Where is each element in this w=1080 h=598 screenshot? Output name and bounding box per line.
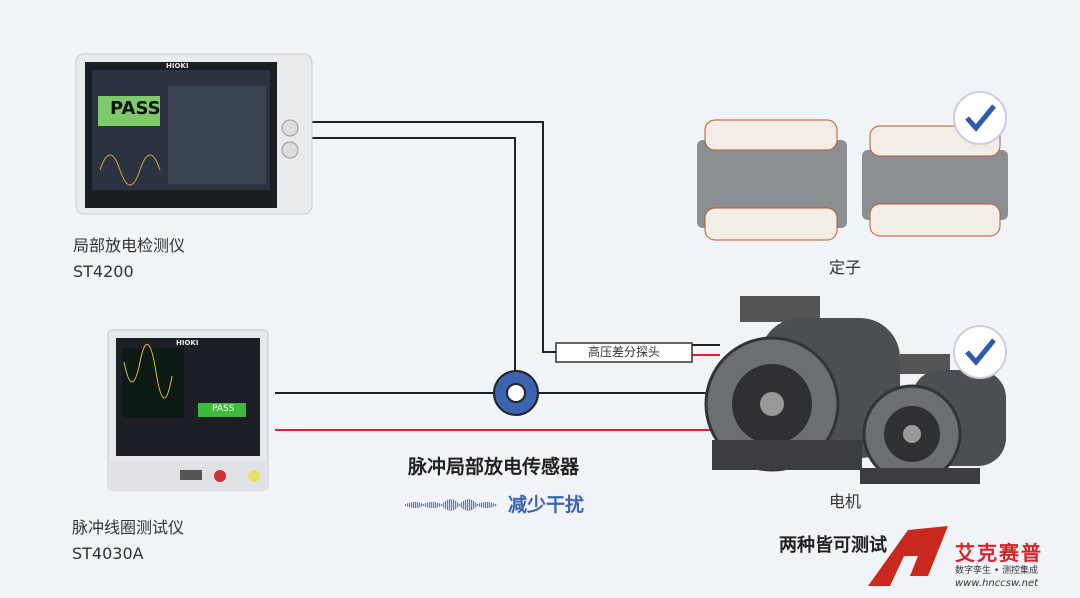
wire-st4200-probe: [308, 121, 556, 353]
waveform-bar: [425, 503, 427, 507]
waveform-bar: [423, 503, 425, 507]
waveform-bar: [453, 499, 455, 511]
st4030a-name: 脉冲线圈测试仪: [72, 518, 185, 537]
waveform-bar: [429, 502, 431, 508]
check-icon-motor: [953, 325, 1007, 379]
waveform-bar: [439, 503, 441, 507]
st4030a-screen-pass: PASS: [212, 404, 235, 414]
watermark-brand: 艾克赛普: [955, 541, 1043, 565]
st4200-device-image: [75, 53, 313, 215]
sensor-ring-icon: [493, 370, 539, 416]
waveform-bar: [419, 502, 421, 508]
both-testable-text: 两种皆可测试: [779, 535, 887, 556]
st4200-model: ST4200: [73, 262, 134, 281]
st4200-screen-pass: PASS: [110, 98, 161, 119]
sensor-title: 脉冲局部放电传感器: [408, 456, 580, 478]
waveform-bar: [443, 502, 445, 508]
waveform-bar: [495, 503, 497, 507]
watermark-slogan: 数字孪生 • 测控集成: [955, 566, 1039, 576]
waveform-bar: [467, 499, 469, 511]
waveform-bar: [463, 500, 465, 510]
waveform-bar: [445, 500, 447, 510]
waveform-bar: [451, 499, 453, 511]
check-icon-stator: [953, 91, 1007, 145]
waveform-bar: [469, 499, 471, 511]
stator-large-image: [697, 119, 847, 241]
st4200-name: 局部放电检测仪: [73, 236, 186, 255]
motor-small-image: [860, 354, 1006, 484]
stator-small-image: [862, 125, 1008, 237]
waveform-bar: [431, 501, 433, 509]
waveform-bar: [407, 503, 409, 507]
waveform-bar: [491, 502, 493, 508]
waveform-bar: [473, 501, 475, 509]
waveform-bar: [475, 502, 477, 508]
waveform-bar: [409, 502, 411, 508]
motor-label: 电机: [829, 492, 862, 511]
st4030a-device-image: [107, 329, 269, 491]
st4030a-brand: HIOKI: [176, 339, 199, 347]
waveform-bar: [417, 502, 419, 508]
probe-label: 高压差分探头: [587, 345, 660, 359]
waveform-bar: [455, 501, 457, 509]
waveform-bar: [485, 501, 487, 509]
waveform-bar: [411, 502, 413, 508]
waveform-bar: [487, 501, 489, 509]
accexp-logo-image: [868, 526, 948, 586]
sensor-subtitle: 减少干扰: [508, 494, 585, 516]
waveform-bar: [477, 503, 479, 507]
waveform-bar: [481, 502, 483, 508]
waveform-bar: [435, 502, 437, 508]
waveform-bar: [471, 499, 473, 511]
waveform-bar: [441, 503, 443, 507]
watermark-url: www.hnccsw.net: [955, 578, 1039, 589]
waveform-bar: [459, 503, 461, 507]
waveform-bar: [457, 502, 459, 508]
waveform-bar: [405, 504, 407, 506]
st4030a-model: ST4030A: [72, 544, 144, 563]
waveform-bar: [461, 502, 463, 508]
waveform-bar: [465, 499, 467, 511]
probe-box: [555, 342, 693, 363]
waveform-bar: [449, 499, 451, 511]
wire-st4200-sensor: [308, 137, 516, 372]
waveform-bar: [483, 502, 485, 508]
waveform-icon: (function(){var g=document.currentScript…: [405, 499, 497, 511]
waveform-bar: [479, 503, 481, 507]
waveform-bar: [437, 502, 439, 508]
waveform-bar: [433, 501, 435, 509]
waveform-bar: [421, 503, 423, 507]
waveform-bar: [489, 502, 491, 508]
waveform-bar: [413, 501, 415, 509]
waveform-bar: [415, 501, 417, 509]
st4200-brand: HIOKI: [166, 62, 189, 70]
waveform-bar: [493, 503, 495, 507]
stator-label: 定子: [829, 258, 862, 277]
waveform-bar: [447, 499, 449, 511]
waveform-bar: [427, 502, 429, 508]
